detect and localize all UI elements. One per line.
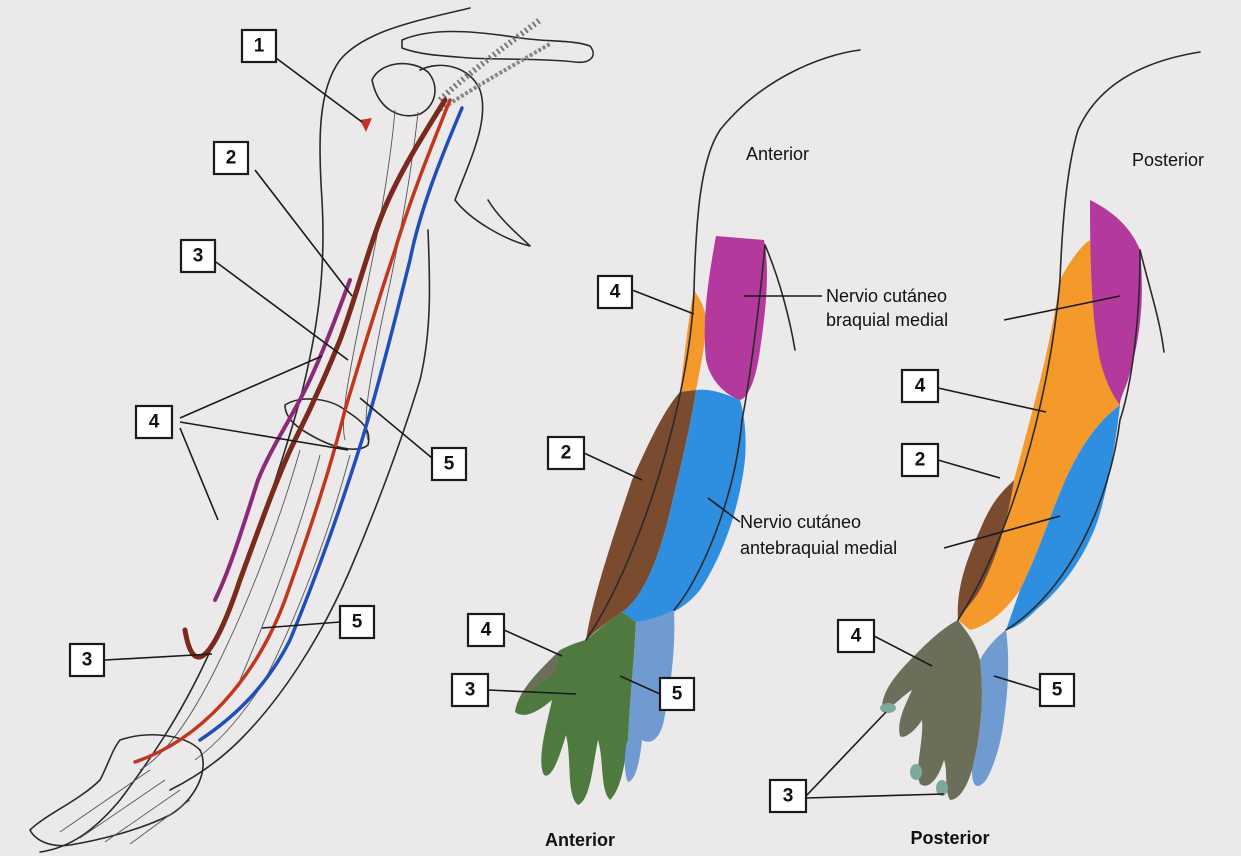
fingertip: [910, 764, 922, 780]
callout-number: 5: [1052, 680, 1063, 701]
callout-number: 3: [193, 246, 204, 267]
callout-5-upper: 5: [360, 398, 466, 480]
anterior-bottom-label: Anterior: [545, 830, 615, 850]
fingertip: [880, 703, 896, 713]
callout-2: 2: [214, 142, 352, 296]
posterior-callout-4: 4: [902, 370, 1046, 412]
posterior-callout-4-hand: 4: [838, 620, 932, 666]
callout-1: 1: [242, 30, 362, 122]
callout-number: 3: [783, 786, 794, 807]
ulnar-nerve-blue: [200, 108, 462, 740]
red-nerve: [135, 100, 450, 762]
callout-number: 2: [561, 443, 572, 464]
callout-number: 4: [610, 282, 621, 303]
callout-number: 1: [254, 36, 265, 57]
callout-number: 4: [851, 626, 862, 647]
anterior-arm-map: Anterior 4 2 4: [452, 50, 948, 850]
arrow-marker: [360, 118, 372, 132]
posterior-callout-3: 3: [770, 712, 944, 812]
callout-number: 4: [915, 376, 926, 397]
callout-number: 5: [672, 684, 683, 705]
anterior-top-label: Anterior: [746, 144, 809, 164]
anterior-callout-4-hand: 4: [468, 614, 562, 656]
antebrachial-label-line2: antebraquial medial: [740, 538, 897, 558]
callout-number: 4: [149, 412, 160, 433]
brachial-label-line1: Nervio cutáneo: [826, 286, 947, 306]
callout-number: 5: [444, 454, 455, 475]
antebrachial-label-line1: Nervio cutáneo: [740, 512, 861, 532]
brachial-label-line2: braquial medial: [826, 310, 948, 330]
callout-number: 4: [481, 620, 492, 641]
callout-number: 3: [465, 680, 476, 701]
anterior-callout-2: 2: [548, 437, 642, 480]
posterior-bottom-label: Posterior: [910, 828, 989, 848]
posterior-arm-map: Posterior 4 2 4: [770, 52, 1204, 848]
posterior-callout-2: 2: [902, 444, 1000, 478]
callout-number: 5: [352, 612, 363, 633]
callout-number: 2: [915, 450, 926, 471]
posterior-top-label: Posterior: [1132, 150, 1204, 170]
anterior-green-hand: [515, 612, 636, 805]
left-arm-dissection: 1 2 3 4 5 5: [30, 8, 593, 852]
callout-number: 2: [226, 148, 237, 169]
anterior-callout-4: 4: [598, 276, 694, 314]
medial-cutaneous-purple: [215, 280, 350, 600]
callout-number: 3: [82, 650, 93, 671]
